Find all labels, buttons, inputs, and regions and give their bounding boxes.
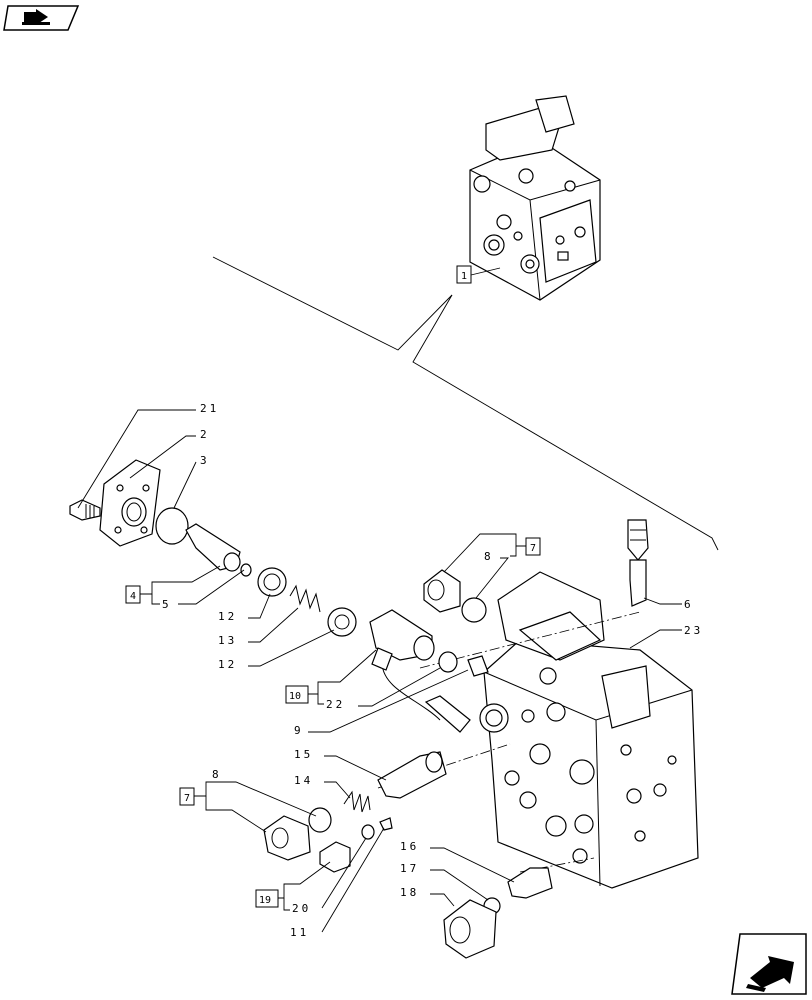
callout-15-group: 15 <box>294 748 387 781</box>
callout-13: 13 <box>218 634 237 647</box>
callout-23: 23 <box>684 624 703 637</box>
callout-8-lower-group: 8 <box>212 768 222 781</box>
plug-part-7-upper <box>423 569 461 613</box>
callout-16-group: 16 <box>400 840 515 883</box>
o-ring-part-8-upper <box>461 597 487 623</box>
o-ring-part-8-lower <box>308 807 332 833</box>
callout-21: 21 <box>200 402 219 415</box>
callout-5: 5 <box>162 598 172 611</box>
seat-part-12-upper <box>257 567 287 597</box>
valve-part-16 <box>507 867 553 899</box>
callout-6-group: 6 <box>643 597 694 611</box>
callout-2-group: 2 <box>129 428 210 479</box>
book-arrow-icon[interactable] <box>3 5 80 31</box>
callout-6: 6 <box>684 598 694 611</box>
callout-12-lower-group: 12 <box>218 629 335 671</box>
plug-part-9 <box>467 655 489 677</box>
callout-11-group: 11 <box>290 827 385 939</box>
o-ring-part-22 <box>438 651 458 673</box>
callout-7-upper: 7 <box>530 543 536 554</box>
sensor-part-6 <box>627 519 649 607</box>
seat-part-12-lower <box>327 607 357 637</box>
callout-15: 15 <box>294 748 313 761</box>
callout-13-group: 13 <box>218 607 299 647</box>
callout-7-upper-box: 7 <box>443 533 541 573</box>
spring-part-14 <box>343 790 371 813</box>
flange-part-2 <box>99 459 161 547</box>
callout-18: 18 <box>400 886 419 899</box>
callout-11: 11 <box>290 926 309 939</box>
callout-1: 1 <box>461 271 467 282</box>
callout-9-group: 9 <box>294 669 469 737</box>
callout-5-group: 5 <box>162 569 245 611</box>
screw-part-21 <box>69 499 101 521</box>
callout-19: 19 <box>259 895 271 906</box>
callout-12-lower: 12 <box>218 658 237 671</box>
pump-overview-assembly <box>469 95 601 301</box>
guide-line-left <box>212 256 453 351</box>
plug-part-18 <box>443 899 497 959</box>
spring-part-13 <box>289 584 321 613</box>
callout-18-group: 18 <box>400 886 455 907</box>
callout-7-lower-box: 7 <box>179 781 317 833</box>
callout-10: 10 <box>289 691 301 702</box>
callout-9: 9 <box>294 724 304 737</box>
valve-part-15 <box>377 751 447 799</box>
callout-20: 20 <box>292 902 311 915</box>
callout-4-box: 4 <box>125 565 221 605</box>
callout-8-upper-group: 8 <box>475 550 509 599</box>
callout-4: 4 <box>130 591 136 602</box>
cap-part-20 <box>319 841 351 873</box>
callout-19-box: 19 <box>255 861 331 911</box>
callout-16: 16 <box>400 840 419 853</box>
callout-1-box: 1 <box>456 265 501 284</box>
callout-10-box: 10 <box>285 649 377 705</box>
ring-part-19 <box>361 824 375 840</box>
callout-14-group: 14 <box>294 774 351 799</box>
callout-3-group: 3 <box>173 454 210 509</box>
o-ring-part-3 <box>155 507 189 545</box>
callout-22: 22 <box>326 698 345 711</box>
valve-block <box>479 571 699 889</box>
callout-12-upper-group: 12 <box>218 593 271 623</box>
callout-20-group: 20 <box>292 837 367 915</box>
callout-21-group: 21 <box>77 402 219 509</box>
callout-23-group: 23 <box>629 624 703 649</box>
callout-2: 2 <box>200 428 210 441</box>
callout-17: 17 <box>400 862 419 875</box>
callout-22-group: 22 <box>326 667 441 711</box>
callout-17-group: 17 <box>400 862 489 901</box>
pin-part-11 <box>379 817 393 831</box>
ring-part-5 <box>240 563 252 577</box>
spool-part-4 <box>185 523 241 572</box>
callout-12-upper: 12 <box>218 610 237 623</box>
callout-7-lower: 7 <box>184 793 190 804</box>
guide-line-right <box>412 294 719 551</box>
callout-8-upper: 8 <box>484 550 494 563</box>
callout-8-lower: 8 <box>212 768 222 781</box>
next-page-arrow-icon[interactable] <box>731 933 807 995</box>
callout-14: 14 <box>294 774 313 787</box>
center-line-3 <box>519 857 595 873</box>
plug-part-7-lower <box>263 815 311 861</box>
callout-3: 3 <box>200 454 210 467</box>
solenoid-part-10 <box>369 609 471 733</box>
